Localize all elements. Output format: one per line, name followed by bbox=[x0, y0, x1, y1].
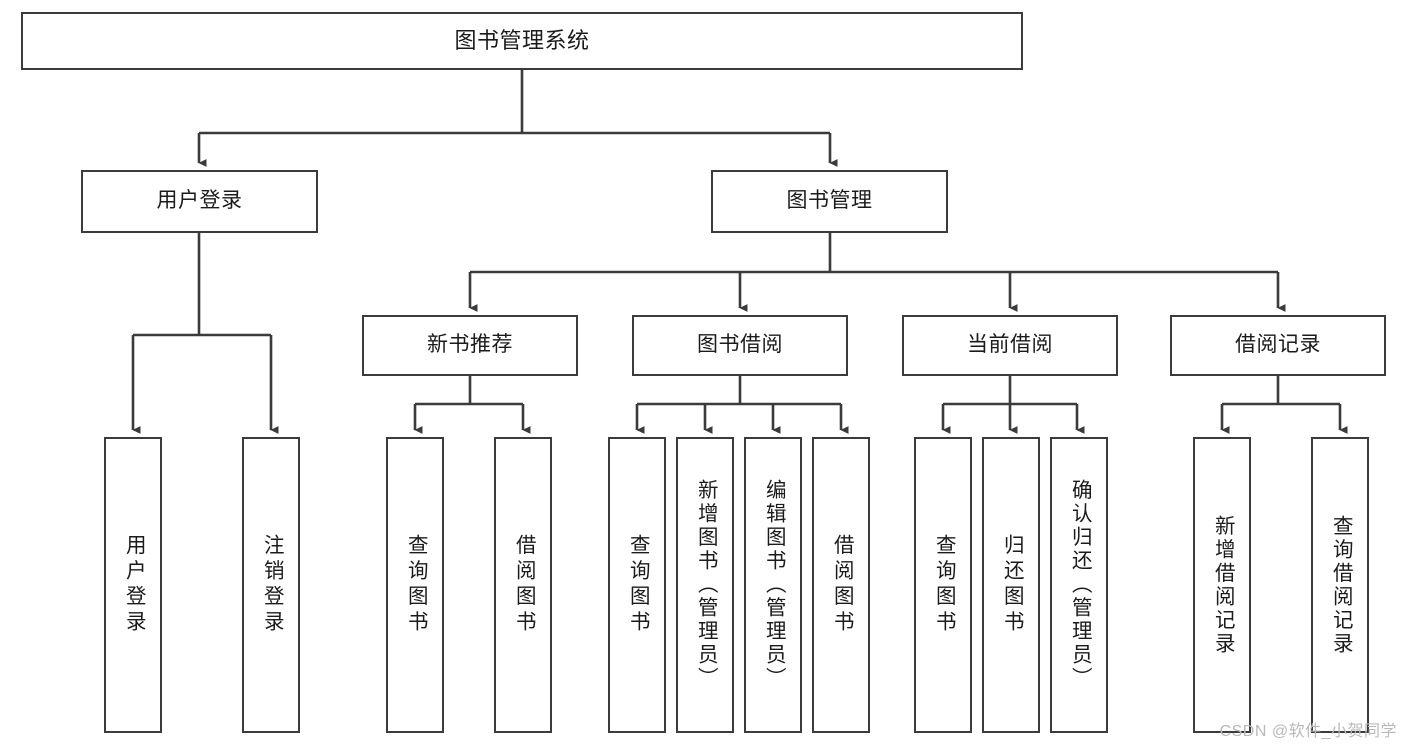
node-leaf-query-book-1[interactable]: 查询图书 bbox=[386, 437, 444, 733]
node-label: 查询图书 bbox=[932, 534, 956, 636]
node-label: 查询图书 bbox=[404, 534, 428, 636]
node-label: 注销登录 bbox=[260, 534, 284, 636]
node-label: 图书借阅 bbox=[697, 333, 783, 357]
node-book-management[interactable]: 图书管理 bbox=[711, 170, 948, 233]
node-new-book-recommend[interactable]: 新书推荐 bbox=[362, 315, 578, 376]
csdn-watermark: CSDN @软件_小贺同学 bbox=[1219, 723, 1397, 740]
node-label: 新书推荐 bbox=[427, 333, 513, 357]
node-book-management-system[interactable]: 图书管理系统 bbox=[21, 12, 1023, 70]
node-leaf-query-book-2[interactable]: 查询图书 bbox=[608, 437, 666, 733]
node-label: 新增借阅记录 bbox=[1211, 514, 1235, 656]
node-label: 图书管理 bbox=[786, 189, 873, 213]
node-leaf-edit-book[interactable]: 编辑图书（管理员） bbox=[744, 437, 802, 733]
node-current-borrow[interactable]: 当前借阅 bbox=[902, 315, 1118, 376]
node-label: 确认归还（管理员） bbox=[1068, 479, 1092, 691]
node-leaf-confirm-return[interactable]: 确认归还（管理员） bbox=[1050, 437, 1108, 733]
node-leaf-return-book[interactable]: 归还图书 bbox=[982, 437, 1040, 733]
node-leaf-add-book[interactable]: 新增图书（管理员） bbox=[676, 437, 734, 733]
node-label: 借阅记录 bbox=[1235, 333, 1321, 357]
node-label: 用户登录 bbox=[156, 189, 243, 213]
node-label: 查询借阅记录 bbox=[1329, 514, 1353, 656]
node-leaf-user-login[interactable]: 用户登录 bbox=[104, 437, 162, 733]
node-leaf-query-record[interactable]: 查询借阅记录 bbox=[1311, 437, 1369, 733]
node-label: 当前借阅 bbox=[967, 333, 1053, 357]
node-leaf-borrow-book-1[interactable]: 借阅图书 bbox=[494, 437, 552, 733]
node-book-borrow[interactable]: 图书借阅 bbox=[632, 315, 848, 376]
node-label: 编辑图书（管理员） bbox=[762, 479, 786, 691]
node-label: 借阅图书 bbox=[512, 534, 536, 636]
node-leaf-borrow-book-2[interactable]: 借阅图书 bbox=[812, 437, 870, 733]
node-label: 查询图书 bbox=[626, 534, 650, 636]
node-user-login[interactable]: 用户登录 bbox=[81, 170, 318, 233]
node-label: 图书管理系统 bbox=[454, 28, 590, 54]
node-leaf-query-book-3[interactable]: 查询图书 bbox=[914, 437, 972, 733]
node-leaf-add-record[interactable]: 新增借阅记录 bbox=[1193, 437, 1251, 733]
node-leaf-user-logout[interactable]: 注销登录 bbox=[242, 437, 300, 733]
node-label: 借阅图书 bbox=[830, 534, 854, 636]
node-label: 归还图书 bbox=[1000, 534, 1024, 636]
node-label: 新增图书（管理员） bbox=[694, 479, 718, 691]
node-borrow-record[interactable]: 借阅记录 bbox=[1170, 315, 1386, 376]
node-label: 用户登录 bbox=[122, 534, 146, 636]
